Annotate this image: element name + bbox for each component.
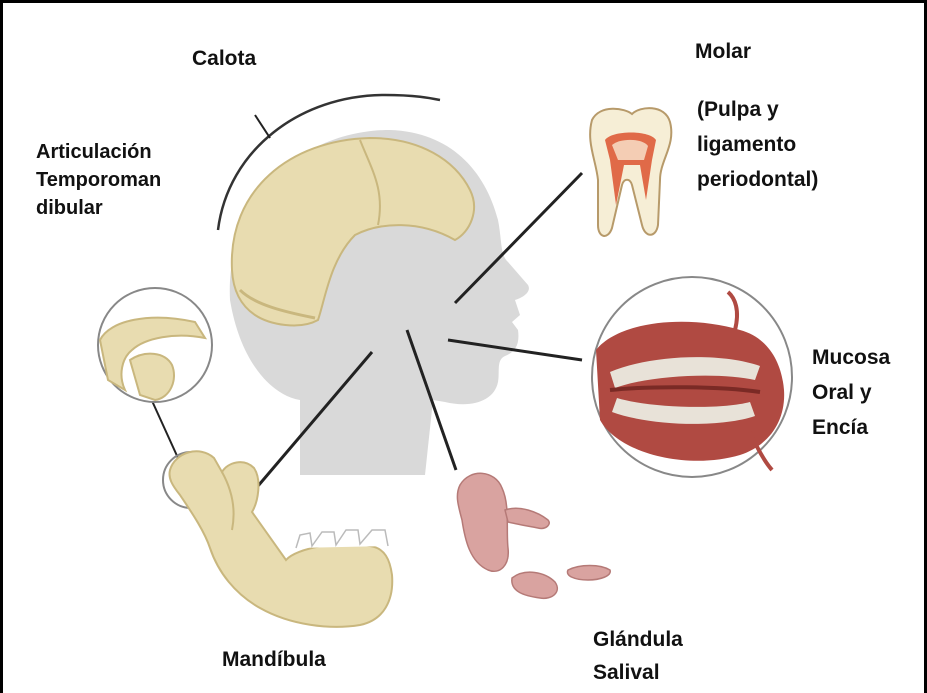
label-molar: Molar [695,38,751,65]
label-calota: Calota [192,45,256,72]
salivary-glands [457,473,610,598]
label-atm: Articulación Temporoman dibular [36,138,161,222]
calota-leader [255,115,270,138]
mandible [169,451,392,627]
molar-tooth [590,108,671,236]
label-molar-detail: (Pulpa y ligamento periodontal) [697,92,818,197]
mucosa-inset [592,277,792,477]
label-mandibula: Mandíbula [222,646,326,673]
label-mucosa: Mucosa Oral y Encía [812,340,890,445]
label-glandula: Glándula Salival [593,623,683,689]
